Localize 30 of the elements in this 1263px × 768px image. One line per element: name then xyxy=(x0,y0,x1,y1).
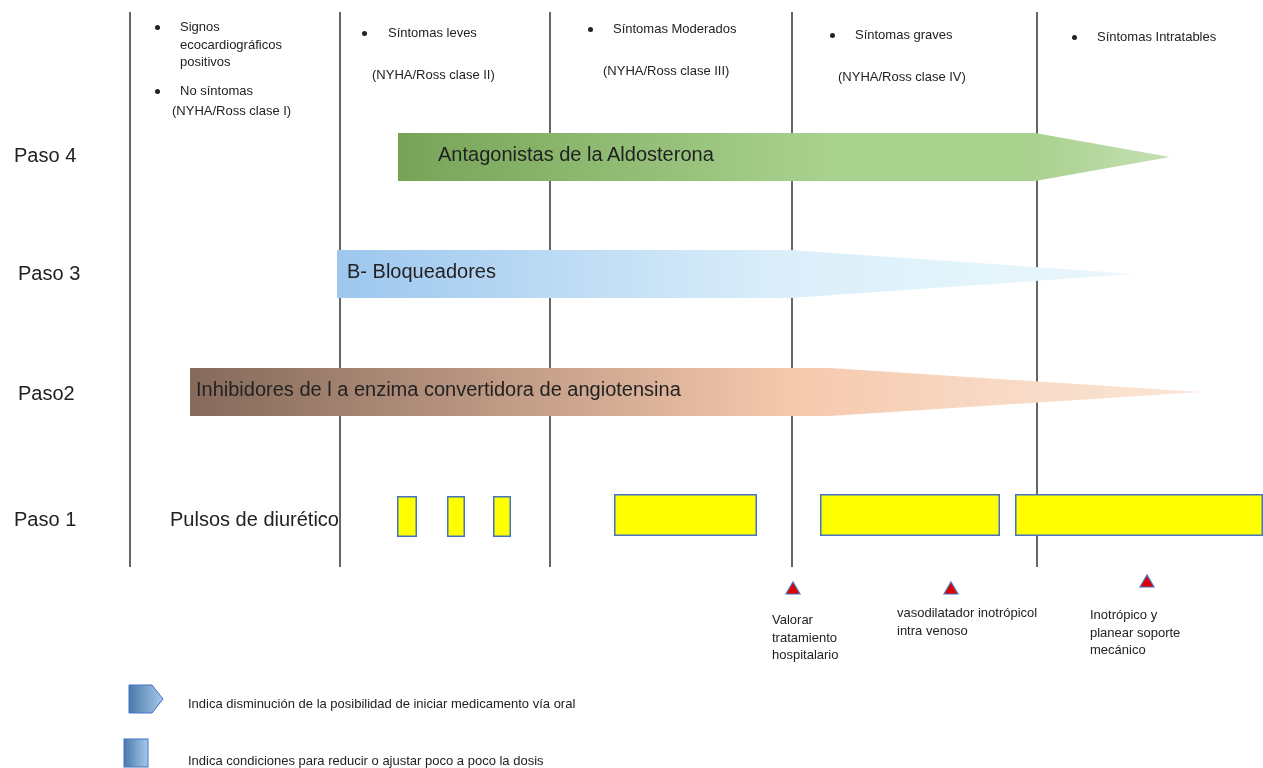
column-header: Síntomas graves xyxy=(855,26,954,44)
column-header: Signos ecocardiográficos positivos xyxy=(180,18,283,71)
arrow-label: B- Bloqueadores xyxy=(347,260,496,283)
column-header: (NYHA/Ross clase III) xyxy=(603,62,731,80)
column-header: (NYHA/Ross clase II) xyxy=(372,66,496,84)
legend-text: Indica disminución de la posibilidad de iniciar medicamento vía oral xyxy=(188,695,576,713)
legend-text: Indica condiciones para reducir o ajustar poco a poco la dosis xyxy=(188,752,544,768)
row-label: Paso2 xyxy=(18,381,76,406)
arrow-label: Antagonistas de la Aldosterona xyxy=(438,143,714,166)
column-header: (NYHA/Ross clase IV) xyxy=(838,68,967,86)
row-label: Paso 1 xyxy=(14,507,78,532)
dose-bar xyxy=(447,496,465,537)
note-text: vasodilatador inotrópicol intra venoso xyxy=(897,604,1039,640)
note-text: Valorar tratamiento hospitalario xyxy=(772,611,840,664)
column-header: No síntomas xyxy=(180,82,254,100)
note-text: Inotrópico y planear soporte mecánico xyxy=(1090,606,1182,659)
dose-bar xyxy=(614,494,757,536)
arrow-band xyxy=(398,133,1170,181)
dose-bar xyxy=(1015,494,1263,536)
arrow-label: Inhibidores de l a enzima convertidora de angiotensina xyxy=(196,378,681,401)
column-header: Síntomas leves xyxy=(388,24,478,42)
dose-bar xyxy=(820,494,1000,536)
column-header: (NYHA/Ross clase I) xyxy=(172,102,293,120)
row-label: Paso 3 xyxy=(18,261,82,286)
row-label: Pulsos de diurético xyxy=(170,507,340,532)
dose-bar xyxy=(397,496,417,537)
row-label: Paso 4 xyxy=(14,143,78,168)
dose-bar xyxy=(493,496,511,537)
column-header: Síntomas Intratables xyxy=(1097,28,1218,46)
column-header: Síntomas Moderados xyxy=(613,20,738,38)
